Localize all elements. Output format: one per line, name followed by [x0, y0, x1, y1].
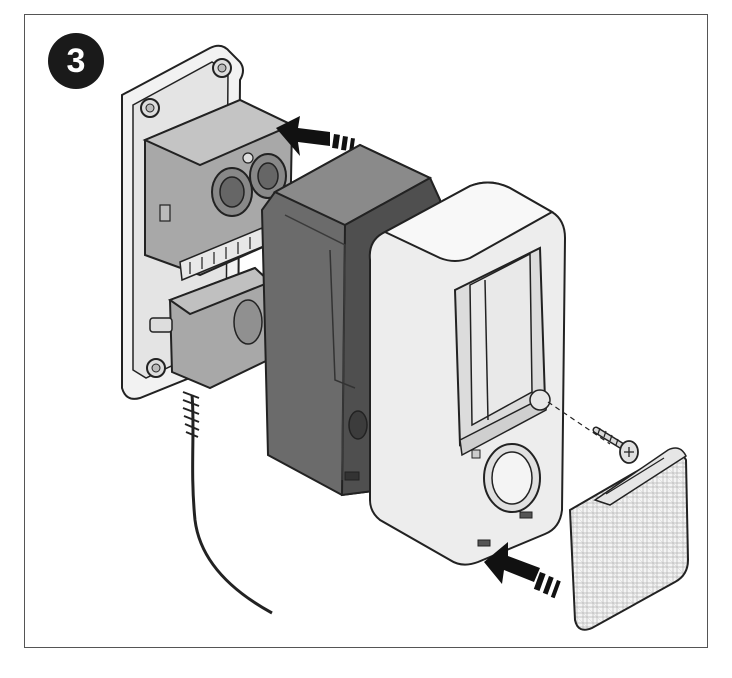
textured-front-lens — [568, 447, 690, 631]
screw-guide-line — [547, 401, 611, 445]
step-number-badge: 3 — [48, 33, 104, 89]
arrow-onto-module — [276, 116, 355, 156]
connection-cable — [182, 391, 273, 615]
outer-white-cover — [368, 181, 567, 566]
cable-spring — [182, 391, 200, 438]
fixing-screw — [592, 426, 639, 464]
photocell-electronics-module — [142, 98, 295, 390]
arrow-lens-insert — [484, 542, 561, 599]
